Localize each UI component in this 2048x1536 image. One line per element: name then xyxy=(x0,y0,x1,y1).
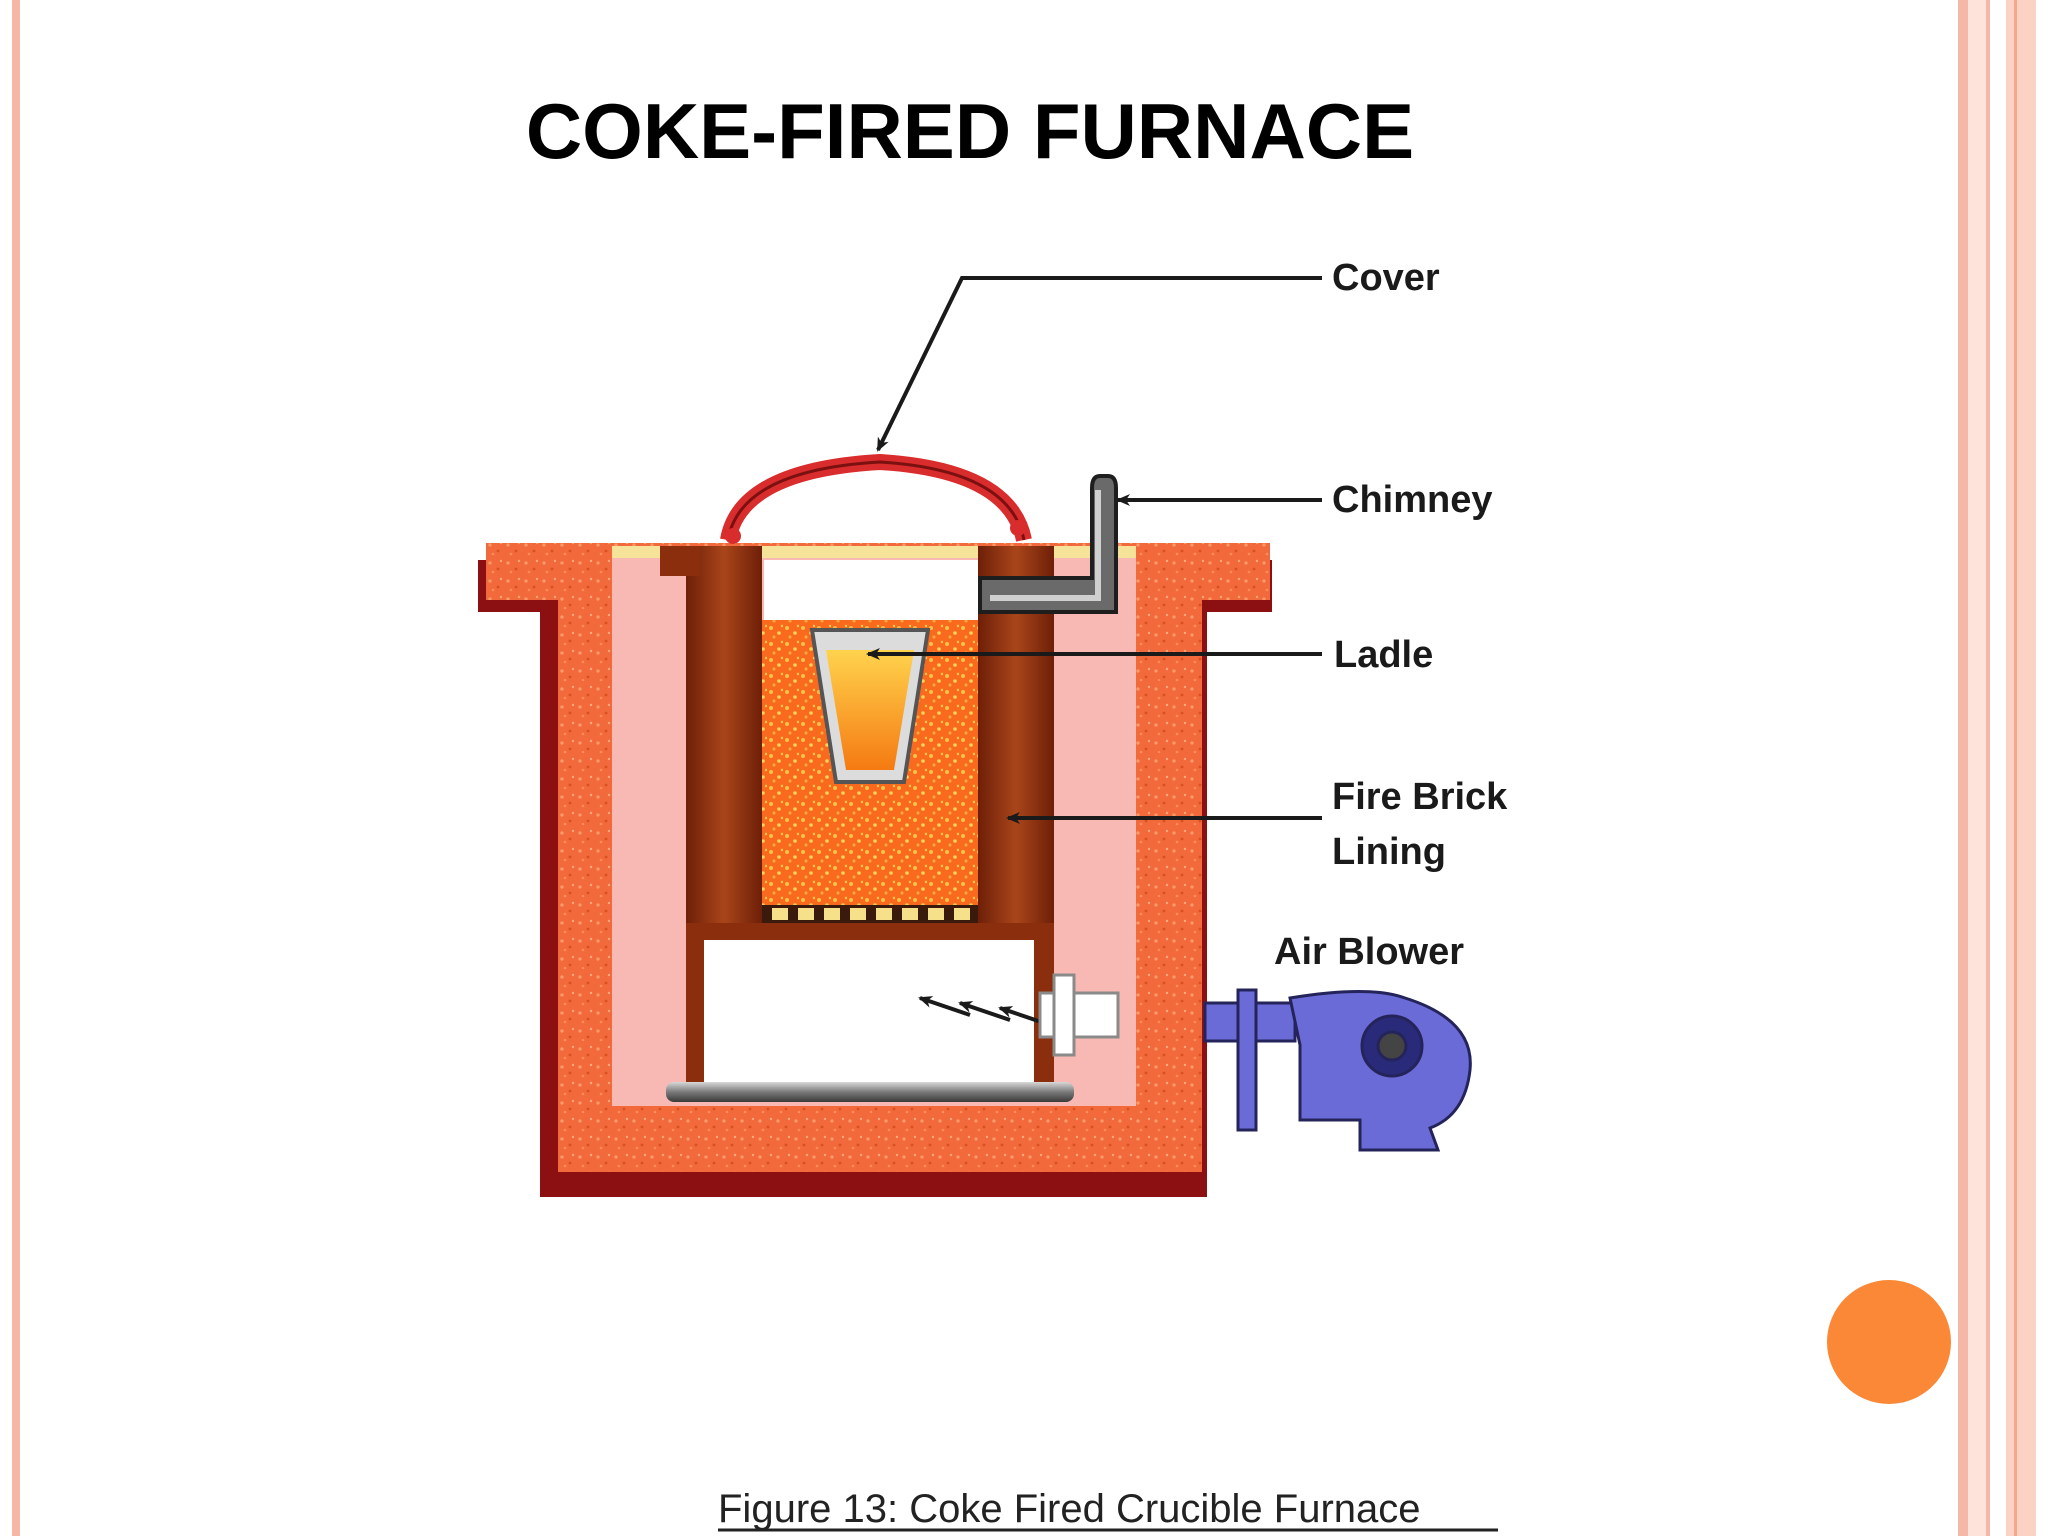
fire-brick-left-wall xyxy=(686,546,762,938)
fire-brick-left-cap xyxy=(660,546,700,576)
cover-handle-right xyxy=(1010,520,1026,536)
right-border-stripe-edge xyxy=(2006,0,2036,1536)
cover-dome-outline xyxy=(726,460,1026,541)
right-border-stripe-inner xyxy=(1986,0,1990,1536)
leader-lines xyxy=(866,276,1322,824)
figure-caption: Figure 13: Coke Fired Crucible Furnace xyxy=(718,1487,1421,1531)
blower-nozzle-flange xyxy=(1052,973,1076,1057)
grate-bar xyxy=(762,905,978,923)
label-fire-brick-line2: Lining xyxy=(1332,831,1446,873)
label-fire-brick-line1: Fire Brick xyxy=(1332,776,1508,818)
label-ladle: Ladle xyxy=(1334,634,1433,676)
charging-opening xyxy=(764,560,978,620)
cover-dome xyxy=(720,453,1032,542)
label-air-blower: Air Blower xyxy=(1274,931,1464,973)
base-plate xyxy=(666,1082,1074,1102)
slide-title: COKE-FIRED FURNACE xyxy=(525,87,1415,175)
air-chamber-inner xyxy=(704,940,1034,1086)
right-border-stripe-line xyxy=(2014,0,2017,1536)
decorative-orange-dot xyxy=(1827,1280,1951,1404)
label-cover: Cover xyxy=(1332,257,1440,299)
chimney-pipe xyxy=(978,474,1118,614)
blower-nozzle xyxy=(1038,991,1120,1039)
air-blower xyxy=(1203,988,1472,1152)
right-border-stripe-band xyxy=(1968,0,1986,1536)
label-chimney: Chimney xyxy=(1332,479,1492,521)
left-border-stripe xyxy=(12,0,20,1536)
chimney-highlight xyxy=(990,490,1101,601)
leader-cover xyxy=(876,276,1322,452)
cover-handle-left xyxy=(725,528,741,544)
grate-slots xyxy=(772,908,970,920)
molten-metal xyxy=(826,650,914,770)
right-border-stripe-outer xyxy=(1958,0,1968,1536)
